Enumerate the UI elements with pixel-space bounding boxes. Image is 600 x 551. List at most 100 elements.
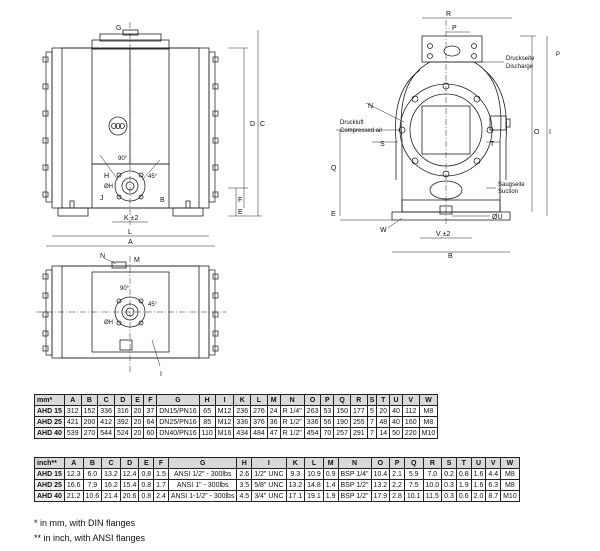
table-header: A: [63, 457, 84, 469]
table-cell: 85: [198, 416, 216, 428]
table-cell: 20: [130, 427, 145, 439]
table-header: E: [138, 457, 155, 469]
table-cell: 10.0: [422, 479, 443, 491]
table-cell: 0.2: [441, 468, 457, 480]
table-cell: DN40/PN16: [156, 427, 200, 439]
table-cell: M12: [214, 405, 235, 417]
table-cell: 10.1: [403, 490, 424, 502]
table-cell: 21.2: [63, 490, 84, 502]
table-cell: 70: [320, 427, 335, 439]
table-cell: 56: [320, 416, 335, 428]
label-i-side: I: [549, 129, 551, 136]
label-druckluft: Druckluft: [340, 120, 364, 126]
table-cell: 1.6: [470, 468, 487, 480]
table-row: AHD 15 312 152 336 316 20 37 DN15/PN16 6…: [34, 405, 439, 417]
table-cell: 316: [113, 405, 132, 417]
footnote-mm: * in mm, with DIN flanges: [34, 518, 136, 528]
table-cell: 0.6: [455, 490, 472, 502]
label-n-top: N: [100, 253, 105, 260]
table-cell: 0.9: [322, 468, 339, 480]
table-header: R: [349, 394, 368, 406]
table-cell: 200: [80, 416, 99, 428]
table-header: C: [101, 457, 121, 469]
table-cell: 336: [303, 416, 322, 428]
table-cell: 4.4: [485, 468, 502, 480]
table-header: F: [153, 457, 169, 469]
table-header: K: [285, 457, 306, 469]
table-header: D: [113, 394, 132, 406]
table-cell: 376: [250, 416, 268, 428]
table-cell: 16.2: [101, 479, 121, 491]
table-header: L: [304, 457, 324, 469]
label-90-front: 90°: [118, 156, 128, 162]
table-header: O: [303, 394, 322, 406]
table-row: AHD 25 16.6 7.9 16.2 15.4 0.8 1.7 ANSI 1…: [34, 479, 520, 491]
table-cell: 5: [366, 405, 378, 417]
table-cell: 2.0: [470, 490, 487, 502]
table-cell: 9.3: [285, 468, 306, 480]
table-header: H: [198, 394, 216, 406]
table-cell: AHD 40: [34, 427, 65, 439]
table-header: P: [320, 394, 335, 406]
table-cell: 13.2: [101, 468, 121, 480]
table-cell: 1.9: [455, 479, 472, 491]
table-row: AHD 40 539 270 544 524 20 60 DN40/PN16 1…: [34, 427, 439, 439]
table-cell: BSP 1/2": [337, 479, 372, 491]
table-cell: 13.2: [285, 479, 306, 491]
table-cell: 7: [366, 416, 378, 428]
table-header: U: [389, 394, 403, 406]
table-cell: 1.7: [153, 479, 169, 491]
table-header: inch**: [34, 457, 65, 469]
label-j-front: J: [100, 195, 104, 202]
table-cell: DN25/PN16: [156, 416, 200, 428]
label-o-side: O: [534, 129, 540, 136]
table-cell: 1.5: [153, 468, 169, 480]
table-cell: 0.8: [455, 468, 472, 480]
table-cell: 12.3: [63, 468, 84, 480]
table-cell: 392: [113, 416, 132, 428]
table-cell: M10: [418, 427, 439, 439]
label-l-front: L: [128, 229, 132, 236]
table-cell: 24: [266, 405, 281, 417]
table-cell: 110: [198, 427, 216, 439]
table-header: R: [422, 457, 443, 469]
label-h-side: H: [104, 173, 109, 180]
table-cell: 8.7: [485, 490, 502, 502]
table-cell: 454: [303, 427, 322, 439]
table-header: N: [337, 457, 372, 469]
table-header: S: [441, 457, 457, 469]
table-cell: 220: [401, 427, 420, 439]
table-header: V: [401, 394, 420, 406]
table-cell: 2.2: [389, 479, 405, 491]
table-cell: M12: [214, 416, 235, 428]
table-cell: 0.3: [441, 479, 457, 491]
table-cell: 312: [63, 405, 82, 417]
table-cell: 19.1: [304, 490, 324, 502]
table-cell: AHD 40: [34, 490, 65, 502]
table-cell: AHD 15: [34, 468, 65, 480]
table-header: F: [143, 394, 158, 406]
table-cell: 0.3: [441, 490, 457, 502]
table-header: B: [82, 457, 103, 469]
label-d-front: D: [250, 121, 255, 128]
table-header: E: [130, 394, 145, 406]
table-cell: M8: [500, 468, 520, 480]
table-cell: 7.5: [403, 479, 424, 491]
table-cell: 1/2" UNC: [251, 468, 287, 480]
table-cell: 1.6: [470, 479, 487, 491]
label-suction: Suction: [498, 189, 518, 195]
table-cell: 20.6: [119, 490, 140, 502]
table-cell: 5.9: [403, 468, 424, 480]
table-row: AHD 15 12.3 6.0 13.2 12.4 0.8 1.5 ANSI 1…: [34, 468, 520, 480]
table-cell: 2.4: [153, 490, 169, 502]
table-cell: 539: [63, 427, 82, 439]
table-header: A: [63, 394, 82, 406]
table-header: S: [366, 394, 378, 406]
table-cell: 13.2: [370, 479, 391, 491]
table-cell: DN15/PN16: [156, 405, 200, 417]
table-header: Q: [333, 394, 351, 406]
label-g-front: G: [116, 25, 121, 32]
table-cell: 14: [376, 427, 391, 439]
table-cell: 421: [63, 416, 82, 428]
table-cell: 37: [143, 405, 158, 417]
